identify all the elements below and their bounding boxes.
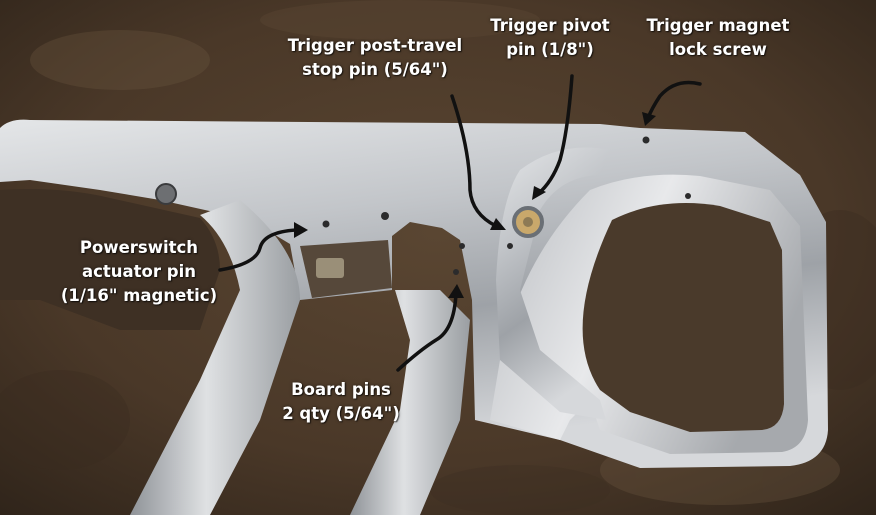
callout-arrows — [218, 74, 702, 372]
frame-rear-pocket — [0, 189, 220, 330]
label-powerswitch-pin-line3: (1/16" magnetic) — [60, 286, 218, 305]
label-powerswitch-pin: Powerswitch actuator pin (1/16" magnetic… — [44, 236, 234, 308]
label-powerswitch-pin-line1: Powerswitch — [79, 238, 199, 257]
frame-hole — [381, 212, 389, 220]
frame-hole-right — [685, 193, 691, 199]
label-magnet-screw-line1: Trigger magnet — [646, 16, 790, 35]
label-stop-pin: Trigger post-travel stop pin (5/64") — [262, 34, 488, 82]
arrowhead-powerswitch-pin — [294, 222, 308, 238]
label-magnet-screw-line2: lock screw — [669, 40, 767, 59]
trigger-guard-opening — [582, 203, 784, 432]
label-pivot-pin-line2: pin (1/8") — [506, 40, 594, 59]
arrow-stop-pin — [450, 94, 498, 228]
arrowhead-board-pins — [448, 284, 464, 298]
callout-arrowheads — [294, 112, 656, 298]
arrowhead-magnet-screw — [642, 112, 656, 126]
arrow-board-pins — [396, 292, 458, 372]
powerswitch-pocket — [300, 240, 392, 298]
powerswitch-part — [316, 258, 344, 278]
arrowhead-stop-pin — [490, 218, 506, 230]
arrow-pivot-pin — [536, 74, 574, 196]
label-powerswitch-pin-line2: actuator pin — [81, 262, 196, 281]
stop-pin-hole — [507, 243, 513, 249]
label-board-pins-line2: 2 qty (5/64") — [282, 404, 400, 423]
powerswitch-pin-hole — [322, 220, 330, 228]
board-pin-hole-lower — [453, 269, 459, 275]
arrow-powerswitch-pin — [218, 228, 298, 272]
board-pin-hole-upper — [459, 243, 465, 249]
arrowhead-pivot-pin — [532, 186, 546, 200]
label-pivot-pin: Trigger pivot pin (1/8") — [480, 14, 620, 62]
label-magnet-screw: Trigger magnet lock screw — [628, 14, 808, 62]
frame-screw-hole — [155, 183, 177, 205]
label-pivot-pin-line1: Trigger pivot — [490, 16, 610, 35]
arrow-magnet-screw — [646, 80, 702, 120]
label-board-pins-line1: Board pins — [291, 380, 391, 399]
magnet-screw-hole — [642, 136, 650, 144]
label-stop-pin-line1: Trigger post-travel — [287, 36, 463, 55]
frame-left-grip — [130, 200, 300, 515]
pivot-pin-center — [523, 217, 533, 227]
label-board-pins: Board pins 2 qty (5/64") — [266, 378, 416, 426]
label-stop-pin-line2: stop pin (5/64") — [302, 60, 448, 79]
frame-front-grip — [350, 290, 470, 515]
